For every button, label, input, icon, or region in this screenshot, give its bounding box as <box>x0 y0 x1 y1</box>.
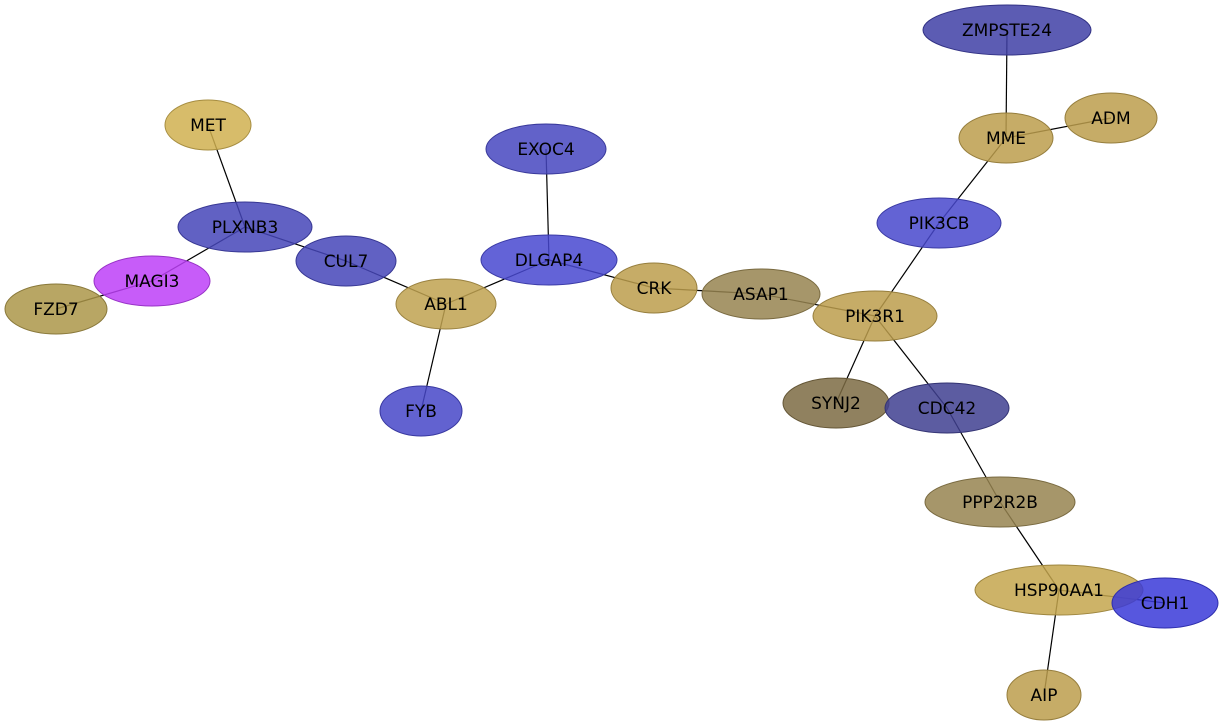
node-zmpste24[interactable]: ZMPSTE24 <box>922 4 1092 56</box>
node-pik3cb[interactable]: PIK3CB <box>876 197 1002 249</box>
node-asap1[interactable]: ASAP1 <box>701 268 821 320</box>
node-label-fyb: FYB <box>405 402 437 422</box>
node-label-pik3cb: PIK3CB <box>909 214 970 234</box>
node-synj2[interactable]: SYNJ2 <box>782 377 890 429</box>
node-label-cdc42: CDC42 <box>918 399 976 419</box>
node-ellipse-fzd7 <box>4 283 108 335</box>
node-label-exoc4: EXOC4 <box>517 140 574 160</box>
node-plxnb3[interactable]: PLXNB3 <box>177 201 313 253</box>
node-label-met: MET <box>190 116 226 136</box>
node-fzd7[interactable]: FZD7 <box>4 283 108 335</box>
node-ellipse-abl1 <box>395 278 497 330</box>
node-magi3[interactable]: MAGI3 <box>93 255 211 307</box>
node-abl1[interactable]: ABL1 <box>395 278 497 330</box>
node-mme[interactable]: MME <box>958 112 1054 164</box>
node-cdh1[interactable]: CDH1 <box>1111 577 1219 629</box>
node-cdc42[interactable]: CDC42 <box>884 382 1010 434</box>
node-ellipse-met <box>164 99 252 151</box>
node-label-hsp90aa1: HSP90AA1 <box>1014 581 1104 601</box>
node-label-mme: MME <box>986 129 1026 149</box>
node-dlgap4[interactable]: DLGAP4 <box>480 234 618 286</box>
node-aip[interactable]: AIP <box>1006 669 1082 721</box>
node-ellipse-cul7 <box>295 235 397 287</box>
node-label-adm: ADM <box>1091 109 1130 129</box>
node-ellipse-cdh1 <box>1111 577 1219 629</box>
node-label-aip: AIP <box>1031 686 1058 706</box>
node-label-ppp2r2b: PPP2R2B <box>962 493 1038 513</box>
node-ellipse-mme <box>958 112 1054 164</box>
node-ellipse-ppp2r2b <box>924 476 1076 528</box>
node-label-zmpste24: ZMPSTE24 <box>962 21 1052 41</box>
node-met[interactable]: MET <box>164 99 252 151</box>
node-ellipse-plxnb3 <box>177 201 313 253</box>
node-ellipse-cdc42 <box>884 382 1010 434</box>
node-hsp90aa1[interactable]: HSP90AA1 <box>974 564 1144 616</box>
node-ellipse-exoc4 <box>485 123 607 175</box>
node-crk[interactable]: CRK <box>610 262 698 314</box>
node-exoc4[interactable]: EXOC4 <box>485 123 607 175</box>
node-ellipse-zmpste24 <box>922 4 1092 56</box>
node-label-plxnb3: PLXNB3 <box>212 218 279 238</box>
node-label-pik3r1: PIK3R1 <box>845 307 905 327</box>
node-adm[interactable]: ADM <box>1064 92 1158 144</box>
node-label-magi3: MAGI3 <box>124 272 179 292</box>
node-ellipse-aip <box>1006 669 1082 721</box>
node-label-cul7: CUL7 <box>324 252 369 272</box>
node-label-cdh1: CDH1 <box>1141 594 1190 614</box>
node-pik3r1[interactable]: PIK3R1 <box>812 290 938 342</box>
node-ellipse-adm <box>1064 92 1158 144</box>
node-label-dlgap4: DLGAP4 <box>515 251 583 271</box>
node-cul7[interactable]: CUL7 <box>295 235 397 287</box>
node-ellipse-asap1 <box>701 268 821 320</box>
node-label-crk: CRK <box>637 279 673 299</box>
node-ellipse-pik3cb <box>876 197 1002 249</box>
node-label-abl1: ABL1 <box>424 295 468 315</box>
node-ellipse-crk <box>610 262 698 314</box>
node-label-synj2: SYNJ2 <box>811 394 861 414</box>
node-fyb[interactable]: FYB <box>379 385 463 437</box>
node-ppp2r2b[interactable]: PPP2R2B <box>924 476 1076 528</box>
node-ellipse-pik3r1 <box>812 290 938 342</box>
node-label-fzd7: FZD7 <box>33 300 78 320</box>
node-ellipse-magi3 <box>93 255 211 307</box>
node-ellipse-dlgap4 <box>480 234 618 286</box>
node-ellipse-fyb <box>379 385 463 437</box>
node-label-asap1: ASAP1 <box>733 285 788 305</box>
